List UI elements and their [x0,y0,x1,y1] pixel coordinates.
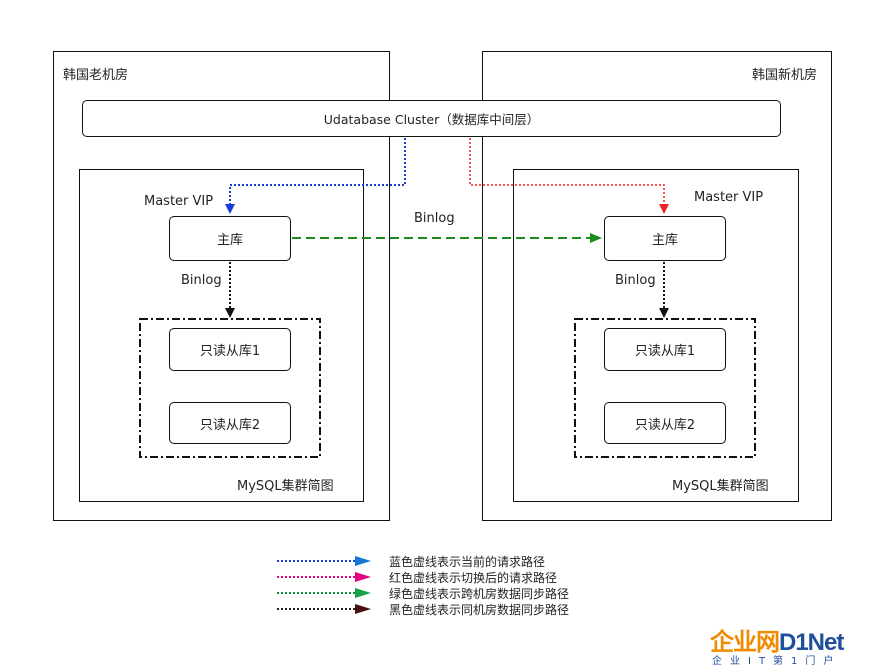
logo-subtitle: 企业IT第1门户 [712,656,842,667]
legend-arrow-green [355,588,371,598]
left-replica-group [139,318,321,458]
cross-dc-binlog-label: Binlog [414,211,455,226]
legend-blue-text: 蓝色虚线表示当前的请求路径 [389,555,546,569]
legend-green-text: 绿色虚线表示跨机房数据同步路径 [389,587,570,601]
d1net-logo: 企业网D1Net 企业IT第1门户 [710,622,870,667]
legend-arrow-black [355,604,371,614]
right-master-db: 主库 [604,216,726,261]
current-request-path [225,138,406,214]
logo-main-left: 企业网 [710,629,780,656]
legend-black-text: 黑色虚线表示同机房数据同步路径 [389,603,570,617]
right-replica-1: 只读从库1 [604,328,726,371]
right-replica-group [574,318,756,458]
legend-arrow-red [355,572,371,582]
left-cluster-caption: MySQL集群简图 [237,479,334,494]
left-replica-1: 只读从库1 [169,328,291,371]
left-master-vip-label: Master VIP [144,194,214,209]
logo-main-right: D1Net [779,629,844,656]
udatabase-cluster-bar: Udatabase Cluster（数据库中间层） [82,100,781,137]
right-replica-2: 只读从库2 [604,402,726,444]
right-cluster-caption: MySQL集群简图 [672,479,769,494]
new-datacenter-label: 韩国新机房 [752,68,818,83]
left-binlog-label: Binlog [181,273,222,288]
left-master-db: 主库 [169,216,291,261]
legend-red-text: 红色虚线表示切换后的请求路径 [389,571,558,585]
switched-request-path [469,138,669,214]
right-binlog-label: Binlog [615,273,656,288]
legend-arrow-blue [355,556,371,566]
right-master-vip-label: Master VIP [694,190,764,205]
old-datacenter-label: 韩国老机房 [63,68,129,83]
left-replica-2: 只读从库2 [169,402,291,444]
